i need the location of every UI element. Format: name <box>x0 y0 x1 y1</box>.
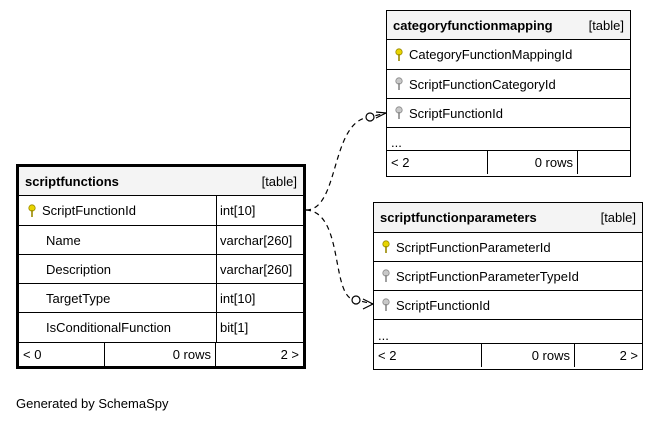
children-link[interactable] <box>578 151 630 174</box>
foreign-key-icon <box>382 269 390 282</box>
table-scriptfunctions[interactable]: scriptfunctions [table] ScriptFunctionId… <box>16 164 306 369</box>
table-footer: < 2 0 rows 2 > <box>374 344 642 367</box>
column-row[interactable]: TargetType int[10] <box>19 284 303 313</box>
column-type: varchar[260] <box>216 255 303 283</box>
table-kind: [table] <box>588 17 624 33</box>
parents-link[interactable]: < 2 <box>374 344 482 367</box>
column-name: ScriptFunctionId <box>396 297 490 313</box>
table-header: categoryfunctionmapping [table] <box>387 11 630 40</box>
column-type: bit[1] <box>216 313 303 342</box>
column-row[interactable]: Description varchar[260] <box>19 255 303 284</box>
column-type: varchar[260] <box>216 226 303 254</box>
row-count: 0 rows <box>488 151 578 174</box>
table-kind: [table] <box>600 210 636 225</box>
zero-or-many-marker <box>351 295 361 305</box>
table-scriptfunctionparameters[interactable]: scriptfunctionparameters [table] ScriptF… <box>373 202 643 370</box>
column-name: TargetType <box>46 290 111 306</box>
table-header: scriptfunctions [table] <box>19 167 303 196</box>
column-name: ScriptFunctionCategoryId <box>409 76 556 92</box>
crow-foot <box>362 298 374 310</box>
column-name: Name <box>46 232 81 248</box>
column-name: ScriptFunctionId <box>42 203 136 218</box>
table-footer: < 2 0 rows <box>387 151 630 174</box>
column-row[interactable]: ScriptFunctionId int[10] <box>19 196 303 226</box>
column-row[interactable]: IsConditionalFunction bit[1] <box>19 313 303 343</box>
table-name: scriptfunctionparameters <box>380 210 537 225</box>
primary-key-icon <box>395 47 403 61</box>
column-name: ScriptFunctionParameterTypeId <box>396 268 579 284</box>
table-kind: [table] <box>261 173 297 189</box>
column-name: Description <box>46 261 112 277</box>
column-row[interactable]: ScriptFunctionParameterTypeId <box>374 262 642 291</box>
column-name: ScriptFunctionParameterId <box>396 239 551 255</box>
foreign-key-icon <box>382 298 390 311</box>
more-columns: ... <box>374 320 642 344</box>
zero-or-many-marker <box>365 112 375 122</box>
column-name: CategoryFunctionMappingId <box>409 47 573 62</box>
parents-link[interactable]: < 0 <box>19 343 105 366</box>
more-columns: ... <box>387 128 630 151</box>
column-row[interactable]: ScriptFunctionParameterId <box>374 233 642 262</box>
primary-key-icon <box>382 240 390 253</box>
foreign-key-icon <box>395 77 403 90</box>
generated-by-label: Generated by SchemaSpy <box>16 396 169 411</box>
children-link[interactable]: 2 > <box>619 348 638 363</box>
column-row[interactable]: Name varchar[260] <box>19 226 303 255</box>
crow-foot <box>375 111 387 119</box>
column-row[interactable]: CategoryFunctionMappingId <box>387 40 630 70</box>
parents-link[interactable]: < 2 <box>387 151 488 174</box>
table-name: scriptfunctions <box>25 173 119 189</box>
relationship-to-categoryfunctionmapping <box>305 112 387 211</box>
column-row[interactable]: ScriptFunctionId <box>374 291 642 320</box>
column-name: ScriptFunctionId <box>409 105 503 121</box>
table-name: categoryfunctionmapping <box>393 17 553 33</box>
table-footer: < 0 0 rows 2 > <box>19 343 303 366</box>
column-name: IsConditionalFunction <box>46 320 172 335</box>
foreign-key-icon <box>395 106 403 119</box>
column-row[interactable]: ScriptFunctionId <box>387 99 630 128</box>
column-type: int[10] <box>216 196 303 225</box>
relationship-to-scriptfunctionparameters <box>305 209 374 305</box>
primary-key-icon <box>28 203 36 217</box>
column-row[interactable]: ScriptFunctionCategoryId <box>387 70 630 99</box>
children-link[interactable]: 2 > <box>280 347 299 362</box>
row-count: 0 rows <box>105 343 216 366</box>
row-count: 0 rows <box>482 344 575 367</box>
column-type: int[10] <box>216 284 303 312</box>
table-header: scriptfunctionparameters [table] <box>374 203 642 233</box>
table-categoryfunctionmapping[interactable]: categoryfunctionmapping [table] Category… <box>386 10 631 177</box>
